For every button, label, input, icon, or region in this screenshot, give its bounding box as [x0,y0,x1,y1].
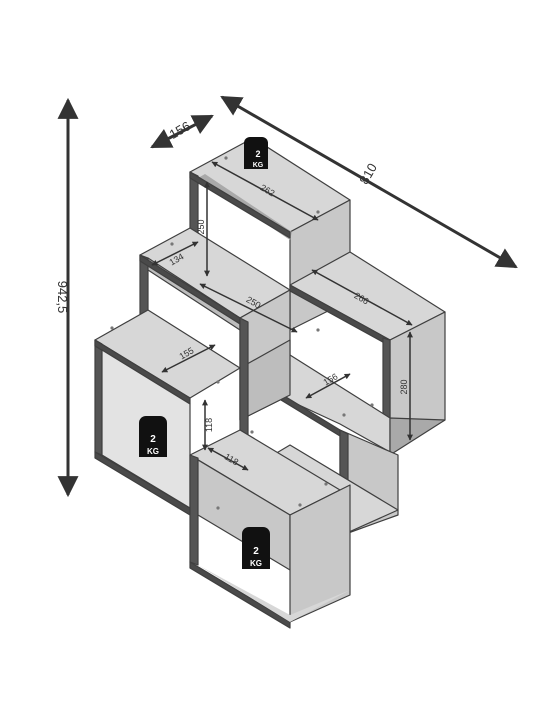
total-width-label: 810 [356,161,380,187]
weight-bottom-value: 2 [253,546,259,557]
width-arrow [220,95,518,269]
weight-top-value: 2 [255,149,260,159]
weight-left-value: 2 [150,434,156,445]
small-gap-height-label: 118 [204,418,214,432]
right-lower-depth-arrow [305,373,351,399]
depth-arrow [150,114,214,149]
right-inner-height-label: 280 [399,379,409,394]
right-inner-width-arrow [311,269,413,326]
small-gap-width-arrow [207,447,249,471]
weight-icon-bottom: 2 KG [242,527,270,569]
total-height-label: 942,5 [55,281,70,314]
weight-icon-top: 2 KG [244,137,268,169]
screw-holes [110,156,374,510]
weight-bottom-unit: KG [250,559,262,568]
left-lower-depth-arrow [161,344,216,373]
top-inner-height-label: 250 [196,219,206,234]
left-depth-arrow [151,241,199,266]
middle-inner-width-arrow [199,283,298,333]
weight-left-unit: KG [147,447,159,456]
dimension-lines [57,95,518,498]
bottom-box [189,429,351,629]
weight-icon-left: 2 KG [139,416,167,457]
top-inner-width-arrow [211,161,319,221]
weight-top-unit: KG [253,162,264,169]
